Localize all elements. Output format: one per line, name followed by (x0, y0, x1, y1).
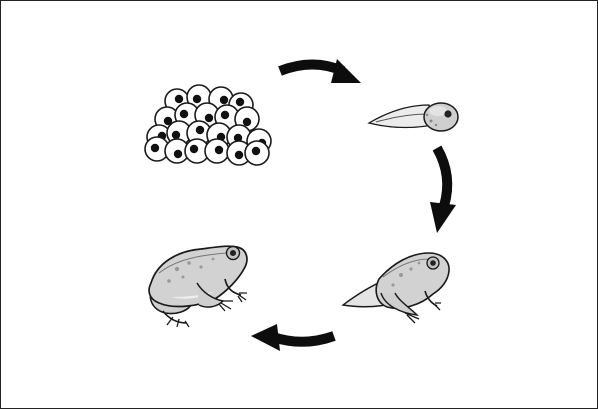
egg-core (235, 151, 243, 159)
egg-core (196, 126, 204, 134)
egg-core (236, 98, 244, 106)
egg-core (175, 95, 183, 103)
egg-core (151, 144, 159, 152)
frog-eggs-icon (145, 85, 271, 165)
egg-core (172, 131, 180, 139)
arrow-tadpole-to-froglet (430, 148, 456, 233)
egg-core (205, 114, 213, 122)
adult-frog-icon (149, 246, 247, 327)
egg-core (243, 118, 251, 126)
egg-core (193, 95, 201, 103)
egg-core (221, 111, 229, 119)
arrow-eggs-to-tadpole (280, 59, 361, 83)
egg-core (220, 96, 228, 104)
egg-core (190, 145, 198, 153)
tadpole-icon (369, 103, 458, 131)
egg-core (174, 150, 182, 158)
froglet-icon (343, 253, 449, 323)
egg-core (252, 147, 260, 155)
arrow-froglet-to-adult (251, 324, 334, 351)
egg-core (215, 146, 223, 154)
egg-core (180, 110, 188, 118)
